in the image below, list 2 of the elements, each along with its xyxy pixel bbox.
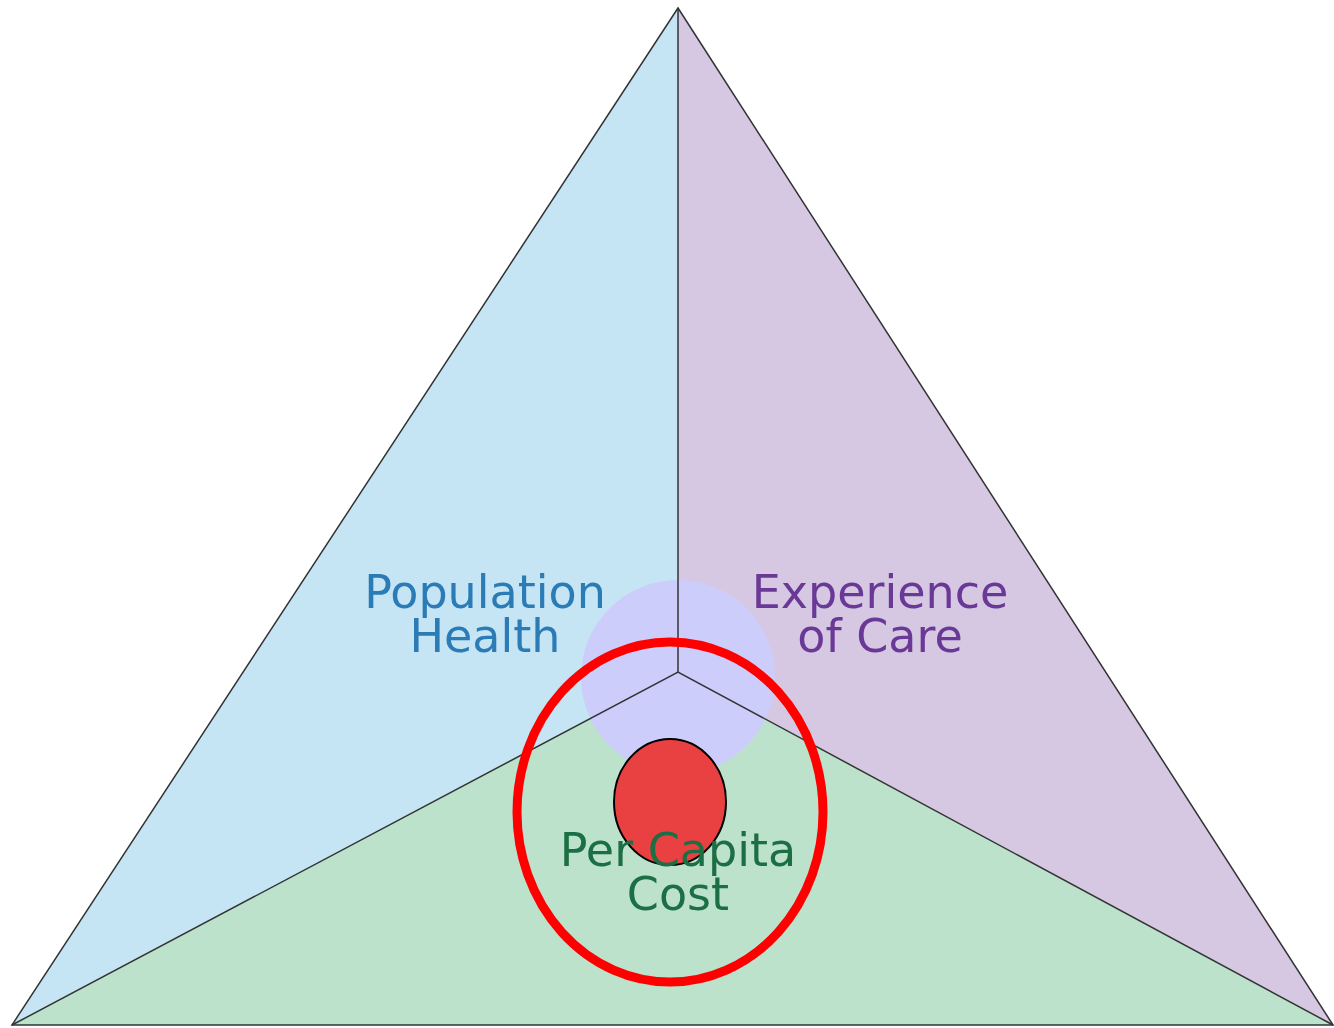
region-label: Population Health (363, 570, 607, 658)
region-label: Experience of Care (750, 570, 1010, 658)
